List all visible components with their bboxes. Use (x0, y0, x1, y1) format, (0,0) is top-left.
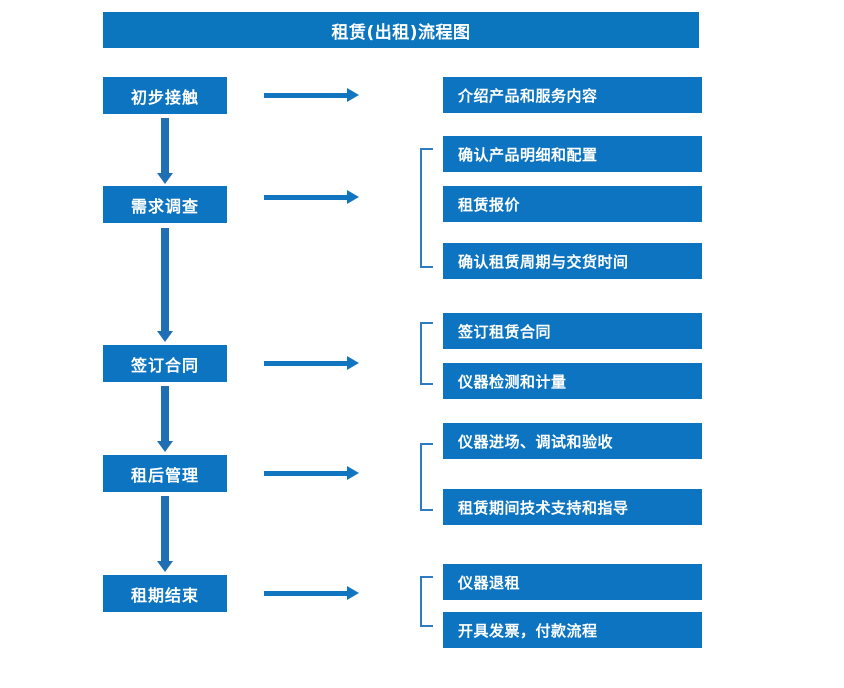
detail-box-technical-support[interactable]: 租赁期间技术支持和指导 (443, 489, 702, 525)
stage-box-sign-contract[interactable]: 签订合同 (103, 345, 227, 382)
horizontal-arrow-post-rental (264, 466, 359, 480)
vertical-arrow-contact-to-survey (157, 118, 173, 184)
group-bracket-sign-contract (420, 322, 433, 385)
stage-box-rental-end[interactable]: 租期结束 (103, 575, 227, 612)
group-bracket-post-rental-management (420, 443, 433, 511)
detail-box-instrument-inspection[interactable]: 仪器检测和计量 (443, 363, 702, 399)
horizontal-arrow-sign-contract (264, 356, 359, 370)
detail-box-confirm-rental-period[interactable]: 确认租赁周期与交货时间 (443, 243, 702, 279)
horizontal-arrow-rental-end (264, 586, 359, 600)
stage-box-initial-contact[interactable]: 初步接触 (103, 77, 227, 114)
vertical-arrow-survey-to-contract (157, 228, 173, 342)
vertical-arrow-contract-to-management (157, 386, 173, 452)
group-bracket-rental-end (420, 576, 433, 627)
group-bracket-requirement-survey (420, 148, 433, 268)
stage-box-post-rental-management[interactable]: 租后管理 (103, 455, 227, 492)
detail-box-instrument-entry-commissioning[interactable]: 仪器进场、调试和验收 (443, 423, 702, 459)
detail-box-sign-rental-contract[interactable]: 签订租赁合同 (443, 313, 702, 349)
horizontal-arrow-initial-contact (264, 88, 359, 102)
detail-box-confirm-product-details[interactable]: 确认产品明细和配置 (443, 136, 702, 172)
detail-box-invoice-payment[interactable]: 开具发票，付款流程 (443, 612, 702, 648)
horizontal-arrow-requirement-survey (264, 190, 359, 204)
detail-box-rental-quotation[interactable]: 租赁报价 (443, 186, 702, 222)
detail-box-introduce-products[interactable]: 介绍产品和服务内容 (443, 77, 702, 113)
diagram-title: 租赁(出租)流程图 (103, 12, 699, 48)
stage-box-requirement-survey[interactable]: 需求调查 (103, 186, 227, 223)
vertical-arrow-management-to-end (157, 496, 173, 572)
detail-box-instrument-return[interactable]: 仪器退租 (443, 564, 702, 600)
